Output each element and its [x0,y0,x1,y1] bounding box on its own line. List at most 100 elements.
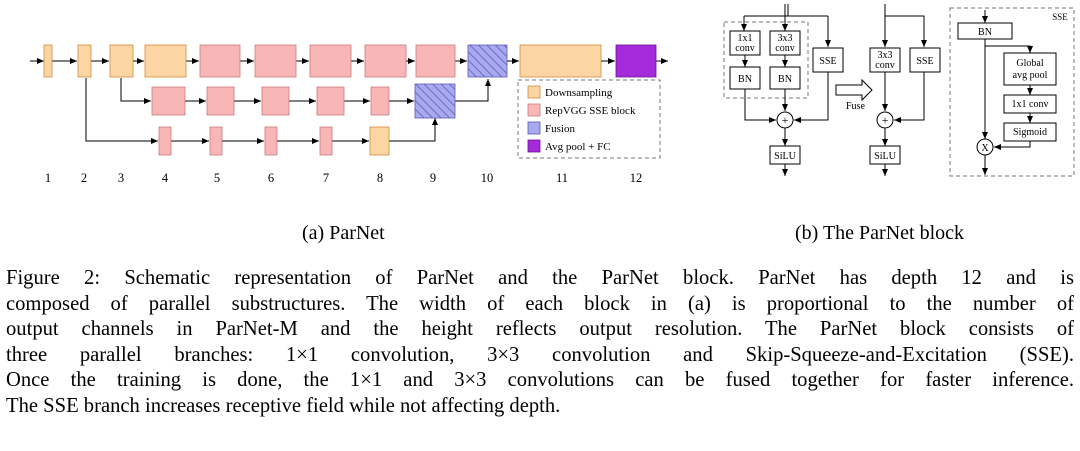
legend-label-downsampling: Downsampling [545,87,613,99]
stage-number-5: 5 [214,171,220,185]
bottom-block-4 [319,126,333,156]
mid-block-3 [261,86,290,116]
sse-detail-sigmoid-label: Sigmoid [1013,127,1047,138]
arrow-mid-start [120,78,151,104]
caption-line-2: composed of parallel substructures. The … [6,292,1074,315]
stage-number-10: 10 [481,171,494,185]
stage-number-7: 7 [323,171,329,185]
legend-box [517,79,661,159]
mid-fusion-block [414,83,456,119]
parnet-block-inference [869,4,941,176]
fuse-arrow: Fuse [835,78,873,112]
block-11-downsampling [519,44,602,78]
sse-detail-pool-label-line2: avg pool [1013,70,1048,81]
conv-3x3-label-line2: conv [775,43,794,54]
legend: Downsampling RepVGG SSE block Fusion Avg… [517,79,661,159]
legend-swatch-avgpool [527,139,541,153]
bn-label-2: BN [778,74,792,85]
plus-symbol-train: + [782,113,789,127]
silu-label-inference: SiLU [874,151,896,162]
block-5-repvgg [199,44,241,78]
stage-numbers: 1 2 3 4 5 6 7 8 9 10 11 12 [45,171,642,185]
stage-number-12: 12 [630,171,643,185]
block-1-downsampling [43,44,53,78]
inf-arrow-sse-to-add [894,72,925,123]
bottom-block-5-downsampling [369,126,390,156]
sse-detail [949,7,1075,177]
arrow-sse-to-add [794,72,829,123]
stage-number-2: 2 [81,171,87,185]
sse-detail-multiply-label: X [981,143,989,154]
stage-number-3: 3 [118,171,124,185]
block-8-repvgg [364,44,407,78]
stage-number-1: 1 [45,171,51,185]
panel-b-labels: 1x1 conv 3x3 conv BN BN SSE + SiLU 3x3 c… [735,12,1068,162]
figure-caption: Figure 2: Schematic representation of Pa… [6,266,1074,419]
stage-number-11: 11 [556,171,568,185]
legend-swatch-fusion [527,121,541,135]
silu-label-train: SiLU [774,151,796,162]
stage-number-6: 6 [268,171,274,185]
conv-1x1-label-line1: 1x1 [738,33,753,44]
block-10-fusion [467,44,508,78]
sse-detail-box [949,7,1075,177]
sse-detail-bn-label: BN [978,27,992,38]
conv-1x1-label-line2: conv [735,43,754,54]
parnet-diagram [30,58,668,144]
arrow-mid-to-fusion [455,79,491,102]
arrow-bn1-to-add [744,89,776,123]
legend-label-repvgg: RepVGG SSE block [545,105,636,117]
mid-block-2 [206,86,235,116]
subcaption-b: (b) The ParNet block [795,222,965,244]
caption-line-6: The SSE branch increases receptive field… [6,394,561,417]
block-12-avgpool-fc [615,44,657,78]
parnet-block-train [723,4,844,176]
arrow-bottom-start [85,78,158,144]
plus-symbol-inference: + [882,113,889,127]
conv-3x3-label-line1: 3x3 [778,33,793,44]
inf-sse-box [909,47,941,73]
arrow-bottom-to-fusion [389,118,438,142]
figure-svg: Downsampling RepVGG SSE block Fusion Avg… [30,4,1075,185]
legend-swatch-repvgg [527,103,541,117]
caption-line-3: output channels in ParNet-M and the heig… [6,318,1074,340]
mid-block-5 [370,86,390,116]
sse-arrow-to-multiply [994,141,1031,150]
mid-block-1 [151,86,186,116]
stage-number-4: 4 [162,171,169,185]
sse-detail-pool-label-line1: Global [1016,58,1043,69]
block-4-downsampling [144,44,187,78]
fuse-label: Fuse [846,101,865,112]
legend-label-avgpool: Avg pool + FC [545,141,611,153]
parnet-blocks [43,44,657,156]
sse-arrow-to-pool [984,39,1033,53]
caption-line-5: Once the training is done, the 1×1 and 3… [6,369,1074,391]
inf-conv-3x3-label-line1: 3x3 [878,50,893,61]
stage-number-8: 8 [377,171,383,185]
sse-label-train: SSE [819,56,836,67]
mid-block-4 [316,86,345,116]
bottom-block-1 [158,126,172,156]
legend-swatch-downsampling [527,85,541,99]
block-3-downsampling [109,44,134,78]
inf-conv-3x3-label-line2: conv [875,60,894,71]
block-9-repvgg [415,44,456,78]
sse-detail-conv-label: 1x1 conv [1012,99,1049,110]
bottom-block-2 [209,126,223,156]
bn-label-1: BN [738,74,752,85]
block-7-repvgg [309,44,352,78]
inf-sse-label: SSE [916,56,933,67]
train-branch-dashed-box [723,21,809,99]
block-2-downsampling [77,44,92,78]
subcaption-a: (a) ParNet [302,222,385,244]
caption-line-1: Figure 2: Schematic representation of Pa… [6,267,1074,289]
caption-line-4: three parallel branches: 1×1 convolution… [6,343,1074,366]
fuse-arrow-shape [835,78,873,102]
block-6-repvgg [254,44,297,78]
bottom-block-3 [264,126,278,156]
inf-arrow-to-sse [885,15,927,47]
stage-number-9: 9 [430,171,436,185]
sse-detail-title: SSE [1052,12,1068,22]
legend-label-fusion: Fusion [545,123,575,135]
